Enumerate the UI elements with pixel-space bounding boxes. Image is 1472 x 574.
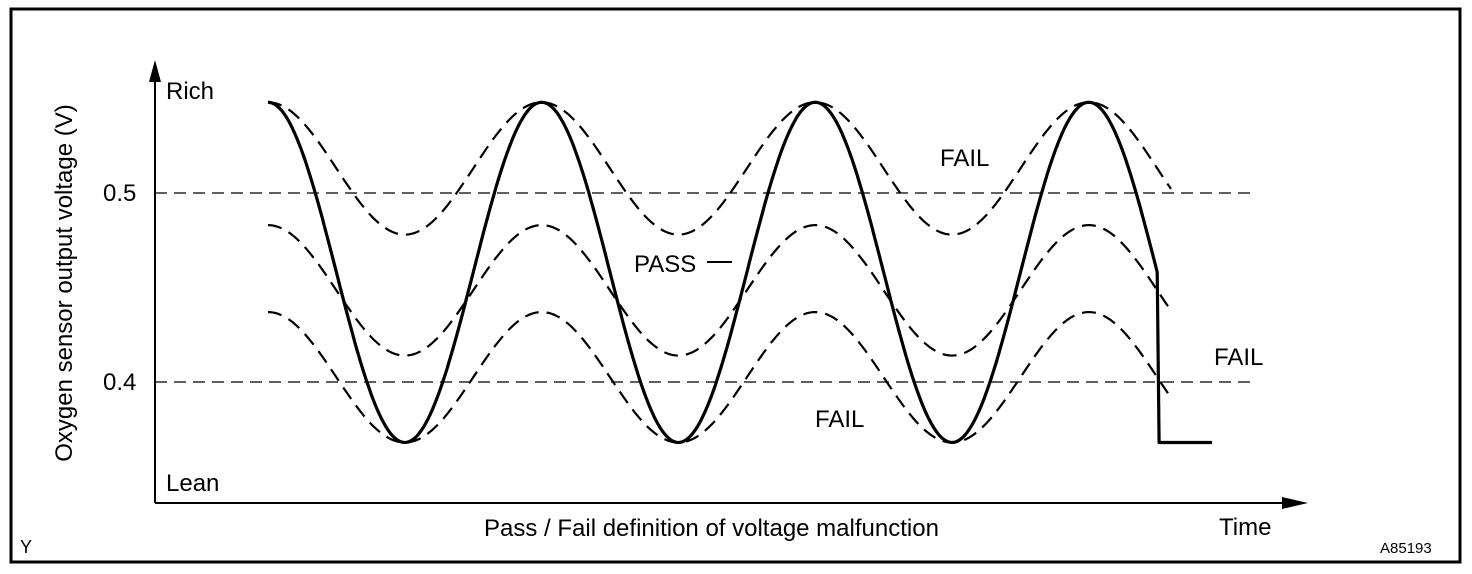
figure-code: A85193 (1380, 540, 1432, 557)
x-axis-arrow (1282, 497, 1308, 509)
series-line-middle-dashed (267, 224, 1172, 357)
y-bottom-label: Lean (166, 470, 219, 497)
annotation-fail-middle: FAIL (1214, 344, 1263, 371)
series-line-upper-dashed (267, 101, 1172, 236)
annotation-fail-lower: FAIL (815, 406, 864, 433)
series-curves (267, 100, 1212, 445)
reference-lines (155, 192, 1250, 383)
y-tick-label: 0.5 (103, 180, 136, 207)
y-top-label: Rich (166, 78, 214, 105)
chart-caption: Pass / Fail definition of voltage malfun… (484, 515, 939, 542)
annotation-fail-upper: FAIL (940, 145, 989, 172)
annotation-pass: PASS (634, 251, 696, 278)
y-axis-arrow (149, 60, 161, 82)
series-line-pass (267, 100, 1212, 445)
y-tick-label: 0.4 (103, 369, 136, 396)
corner-code-left: Y (20, 537, 32, 557)
y-axis-label: Oxygen sensor output voltage (V) (51, 104, 78, 462)
series-line-lower-dashed (267, 310, 1172, 444)
x-axis-label: Time (1219, 514, 1271, 541)
figure-frame (9, 7, 1462, 564)
